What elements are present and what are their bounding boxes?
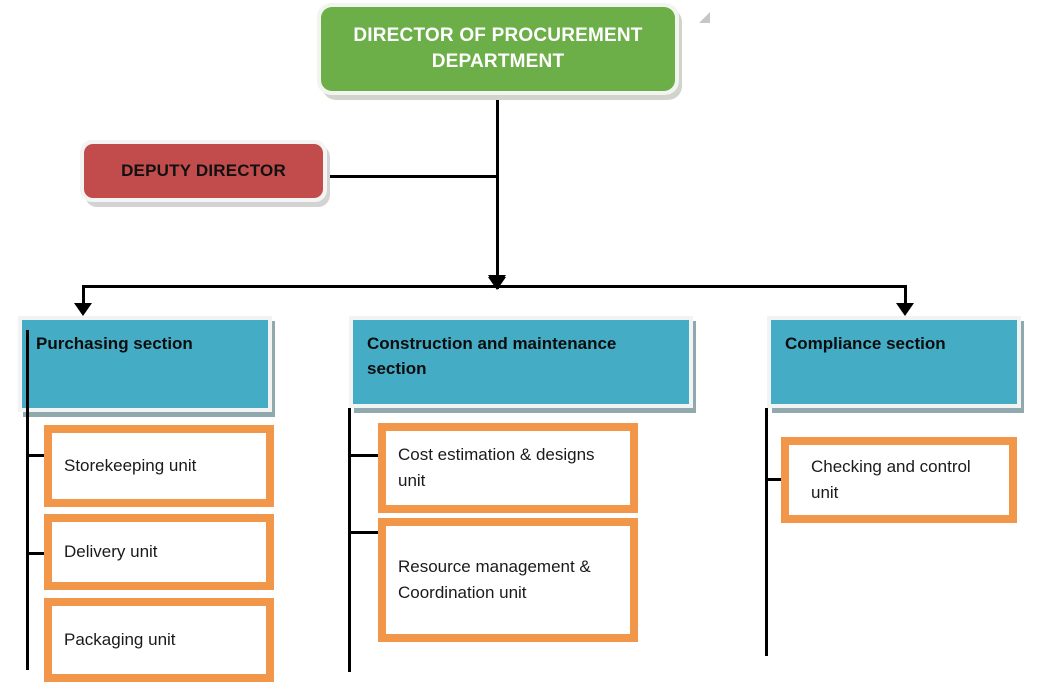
connector-drop-purchasing [82,285,85,307]
arrow-to-compliance-section [896,303,914,316]
resize-handle-icon [699,12,710,23]
unit-checking-control[interactable]: Checking and control unit [781,437,1017,523]
unit-checking-control-inner: Checking and control unit [787,443,1011,517]
unit-packaging-label: Packaging unit [64,629,176,649]
section-compliance-label: Compliance section [785,334,946,353]
section-purchasing[interactable]: Purchasing section [22,320,268,408]
connector-drop-compliance [904,285,907,307]
connector-spine-construction [348,408,351,672]
connector-stub-cost-estimation [348,454,378,457]
arrow-to-purchasing-section [74,303,92,316]
unit-checking-control-label: Checking and control unit [811,456,971,502]
connector-stub-checking-control [765,478,789,481]
unit-storekeeping-label: Storekeeping unit [64,455,197,475]
director-node[interactable]: DIRECTOR OF PROCUREMENT DEPARTMENT [321,7,675,91]
connector-stub-resource-management [348,531,378,534]
section-construction-label: Construction and maintenance section [367,334,617,378]
section-construction[interactable]: Construction and maintenance section [353,320,689,404]
deputy-node[interactable]: DEPUTY DIRECTOR [84,144,323,198]
unit-delivery-label: Delivery unit [64,541,158,561]
connector-stub-delivery [26,552,48,555]
connector-deputy-branch [325,175,499,178]
director-node-label: DIRECTOR OF PROCUREMENT DEPARTMENT [353,25,643,72]
unit-packaging[interactable]: Packaging unit [44,598,274,682]
unit-cost-estimation-inner: Cost estimation & designs unit [384,429,632,507]
arrow-to-construction-section [488,277,506,290]
section-purchasing-label: Purchasing section [36,334,193,353]
unit-delivery-inner: Delivery unit [50,520,268,584]
deputy-node-label: DEPUTY DIRECTOR [121,161,286,180]
connector-spine-purchasing [26,330,29,670]
unit-delivery[interactable]: Delivery unit [44,514,274,590]
unit-storekeeping-inner: Storekeeping unit [50,431,268,501]
section-compliance[interactable]: Compliance section [771,320,1017,404]
unit-resource-management-label: Resource management & Coordination unit [398,556,591,602]
unit-cost-estimation[interactable]: Cost estimation & designs unit [378,423,638,513]
connector-spine-compliance [765,408,768,656]
unit-resource-management-inner: Resource management & Coordination unit [384,524,632,636]
connector-stub-storekeeping [26,454,48,457]
unit-cost-estimation-label: Cost estimation & designs unit [398,444,595,490]
connector-director-trunk [496,97,499,289]
unit-packaging-inner: Packaging unit [50,604,268,676]
unit-storekeeping[interactable]: Storekeeping unit [44,425,274,507]
unit-resource-management[interactable]: Resource management & Coordination unit [378,518,638,642]
